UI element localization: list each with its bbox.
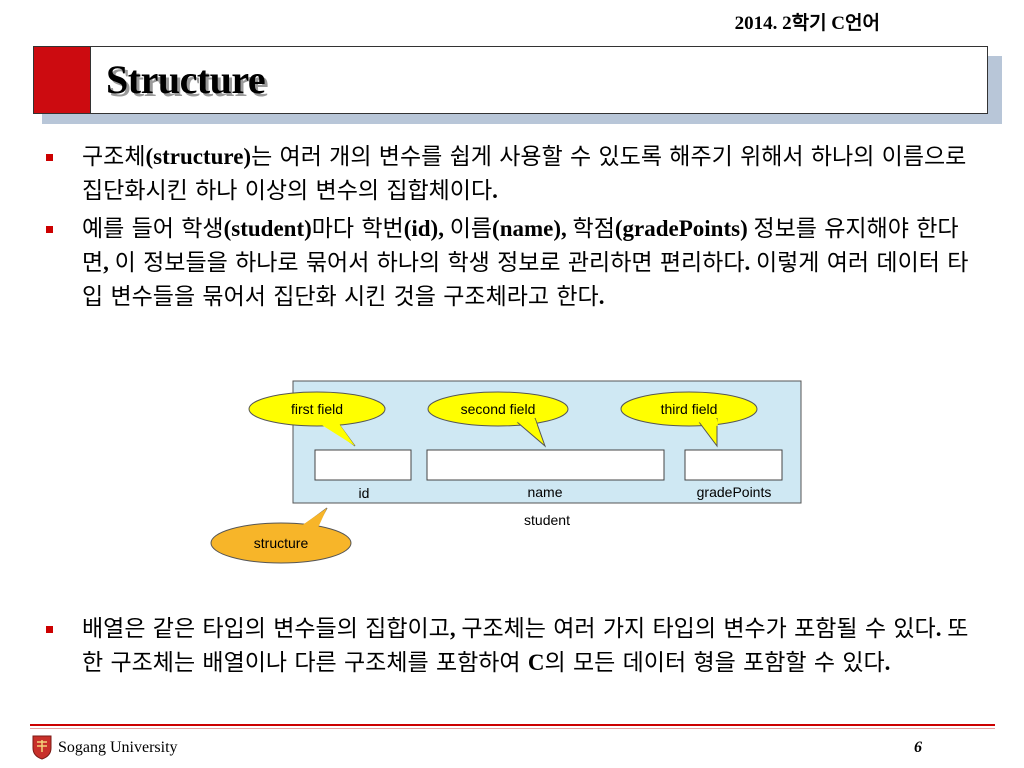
bullet-text-segment: 는 여러 개의 변수를 쉽게 사용할 수 있도록 해주기 위해서 하나의 이름으… (82, 144, 967, 204)
title-red-block (33, 46, 91, 114)
bullet-text-segment: C (527, 650, 545, 675)
title-box (33, 46, 988, 114)
callout-first-field (248, 391, 386, 427)
bullet-text-segment: . (492, 178, 498, 203)
university-name: Sogang University (58, 739, 178, 756)
bullet-text-segment: (id), (403, 216, 450, 241)
field-label: id (359, 485, 370, 501)
callout-label: second field (461, 401, 536, 417)
callout-label: first field (291, 401, 343, 417)
bullet-text-segment: 예를 들어 학생 (82, 216, 224, 242)
slide-title: Structure (106, 57, 266, 102)
structure-diagram: first field second field third field id … (210, 380, 802, 564)
callout-third-field (620, 391, 758, 427)
bullet-text-segment: 학점 (572, 216, 615, 242)
field-box-id (314, 449, 412, 481)
bullet-list: 구조체(structure)는 여러 개의 변수를 쉽게 사용할 수 있도록 해… (44, 140, 974, 318)
bullet-text-segment: . (598, 284, 605, 309)
bullet-text-segment: 또한 구조체는 배열이나 다른 구조체를 포함하여 (82, 616, 969, 676)
page-number: 6 (914, 739, 922, 756)
bullet-text-segment: 이렇게 여러 데이터 타입 변수들을 묶어서 집단화 시킨 것을 구조체라고 한… (82, 250, 969, 310)
bullet-text-segment: (name), (492, 216, 573, 241)
bullet-item-3: 배열은 같은 타입의 변수들의 집합이고, 구조체는 여러 가지 타입의 변수가… (44, 612, 974, 680)
bullet-text-segment: 이 정보들을 하나로 묶어서 하나의 학생 정보로 관리하면 편리하다 (114, 250, 745, 276)
bullet-text-segment: (gradePoints) (614, 216, 754, 241)
bullet-text-segment: 구조체는 여러 가지 타입의 변수가 포함될 수 있다 (461, 616, 936, 642)
bullet-text: 예를 들어 학생(student)마다 학번(id), 이름(name), 학점… (82, 216, 968, 310)
bullet-item-2: 예를 들어 학생(student)마다 학번(id), 이름(name), 학점… (44, 212, 974, 314)
university-crest-icon (32, 735, 52, 760)
bullet-text-segment: . (884, 650, 891, 675)
bullet-text-segment: . (744, 250, 756, 275)
bullet-square-icon (46, 226, 53, 233)
bullet-list-2: 배열은 같은 타입의 변수들의 집합이고, 구조체는 여러 가지 타입의 변수가… (44, 612, 974, 684)
bullet-text-segment: 의 모든 데이터 형을 포함할 수 있다 (544, 650, 885, 676)
struct-name-label: student (524, 512, 570, 528)
bullet-text-segment: 이름 (449, 216, 493, 242)
bullet-text-segment: 마다 학번 (311, 216, 404, 242)
field-box-name (426, 449, 665, 481)
callout-second-field (427, 391, 569, 427)
bullet-square-icon (46, 626, 53, 633)
course-label: 2014. 2학기 C언어 (734, 13, 880, 34)
bullet-text-segment: 구조체 (82, 144, 146, 170)
bullet-item-1: 구조체(structure)는 여러 개의 변수를 쉽게 사용할 수 있도록 해… (44, 140, 974, 208)
field-label: name (527, 484, 562, 500)
bullet-text: 배열은 같은 타입의 변수들의 집합이고, 구조체는 여러 가지 타입의 변수가… (82, 616, 968, 676)
callout-label: third field (661, 401, 718, 417)
bullet-square-icon (46, 154, 53, 161)
bullet-text-segment: 정보를 유지해야 한다면 (82, 216, 959, 276)
bullet-text-segment: (student) (223, 216, 312, 241)
bullet-text: 구조체(structure)는 여러 개의 변수를 쉽게 사용할 수 있도록 해… (82, 144, 966, 204)
field-box-gradepoints (684, 449, 783, 481)
bullet-text-segment: (structure) (145, 144, 252, 169)
field-label: gradePoints (697, 484, 772, 500)
footer-divider-thin (30, 728, 995, 729)
footer-divider (30, 724, 995, 726)
callout-structure (210, 522, 352, 564)
bullet-text-segment: , (103, 250, 115, 275)
bullet-text-segment: . (935, 616, 948, 641)
bullet-text-segment: , (449, 616, 462, 641)
bullet-text-segment: 배열은 같은 타입의 변수들의 집합이고 (82, 616, 450, 642)
callout-label: structure (254, 535, 309, 551)
